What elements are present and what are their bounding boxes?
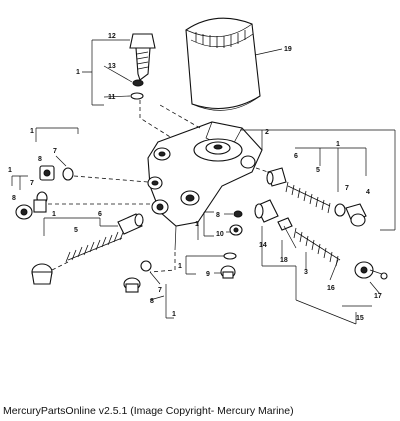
bracket-1-center-lower — [185, 255, 196, 275]
callout-17: 17 — [374, 293, 382, 300]
callout-4: 4 — [366, 189, 370, 196]
callout-2: 2 — [265, 129, 269, 136]
bracket-15 — [262, 265, 357, 325]
bracket-1-center-upper — [203, 211, 214, 237]
seal-7-bottom[interactable] — [140, 260, 152, 272]
seal-8-center[interactable] — [233, 210, 243, 218]
plug-10[interactable] — [229, 224, 243, 236]
bracket-1-right-upper — [295, 147, 367, 192]
callout-7-left-middle: 7 — [30, 180, 34, 187]
callout-7-right: 7 — [345, 185, 349, 192]
seal-13[interactable] — [132, 79, 144, 87]
plug-4[interactable] — [345, 203, 367, 227]
fitting-left-middle[interactable] — [33, 199, 47, 213]
callout-9: 9 — [206, 271, 210, 278]
oil-filter[interactable] — [185, 17, 261, 111]
callout-1-bottom: 1 — [172, 311, 176, 318]
callout-7-left-upper: 7 — [53, 148, 57, 155]
callout-13: 13 — [108, 63, 116, 70]
spring-3[interactable] — [293, 227, 341, 267]
plug-9[interactable] — [220, 265, 236, 279]
plug-left-lower[interactable] — [31, 263, 53, 285]
piston-14[interactable] — [254, 199, 279, 223]
piston-6-left[interactable] — [117, 213, 144, 235]
callout-7-bottom: 7 — [158, 287, 162, 294]
pressure-relief-valve-17[interactable] — [354, 261, 388, 280]
callout-1-center-lower: 1 — [178, 263, 182, 270]
callout-1-left-upper: 1 — [30, 128, 34, 135]
copyright-caption: MercuryPartsOnline v2.5.1 (Image Copyrig… — [3, 405, 294, 417]
callout-3: 3 — [304, 269, 308, 276]
callout-8-left-middle: 8 — [12, 195, 16, 202]
callout-1-left-middle: 1 — [8, 167, 12, 174]
callout-5-left: 5 — [74, 227, 78, 234]
oil-filter-adapter-housing[interactable] — [147, 121, 263, 251]
callout-16: 16 — [327, 285, 335, 292]
pin-18[interactable] — [277, 217, 297, 249]
callout-1-left-lower: 1 — [52, 211, 56, 218]
callout-12: 12 — [108, 33, 116, 40]
callout-5-right: 5 — [316, 167, 320, 174]
bracket-2-right — [380, 130, 396, 231]
exploded-parts-diagram: 19 1 12 13 11 2 1 8 7 — [8, 17, 396, 325]
bracket-1-top — [82, 39, 104, 106]
washer-11[interactable] — [130, 92, 144, 100]
bracket-1-bottom — [165, 284, 174, 319]
oil-pressure-sender[interactable] — [129, 33, 156, 81]
bracket-1-left-upper — [35, 127, 79, 142]
plug-8-middle[interactable] — [15, 204, 33, 220]
seal-7-upper[interactable] — [62, 167, 74, 181]
piston-6-right[interactable] — [266, 167, 287, 187]
spring-5-right[interactable] — [285, 181, 331, 214]
callout-14: 14 — [259, 242, 267, 249]
washer-9a[interactable] — [223, 252, 237, 260]
callout-1-top: 1 — [76, 69, 80, 76]
seal-7-right[interactable] — [334, 203, 346, 217]
callout-8-bottom: 8 — [150, 298, 154, 305]
plug-8-upper[interactable] — [39, 165, 55, 181]
bracket-1-left-middle — [11, 175, 28, 190]
callout-18: 18 — [280, 257, 288, 264]
spring-5-left[interactable] — [65, 229, 125, 263]
callout-6-right: 6 — [294, 153, 298, 160]
plug-8-bottom[interactable] — [123, 277, 141, 293]
callout-11: 11 — [108, 94, 116, 101]
callout-6-left: 6 — [98, 211, 102, 218]
callout-1-center-upper: 1 — [195, 221, 199, 228]
bracket-1-left-lower — [43, 217, 101, 236]
callout-8-center: 8 — [216, 212, 220, 219]
callout-1-right-upper: 1 — [336, 141, 340, 148]
callout-15: 15 — [356, 315, 364, 322]
callout-8-left-upper: 8 — [38, 156, 42, 163]
callout-19: 19 — [284, 46, 292, 53]
callout-10: 10 — [216, 231, 224, 238]
